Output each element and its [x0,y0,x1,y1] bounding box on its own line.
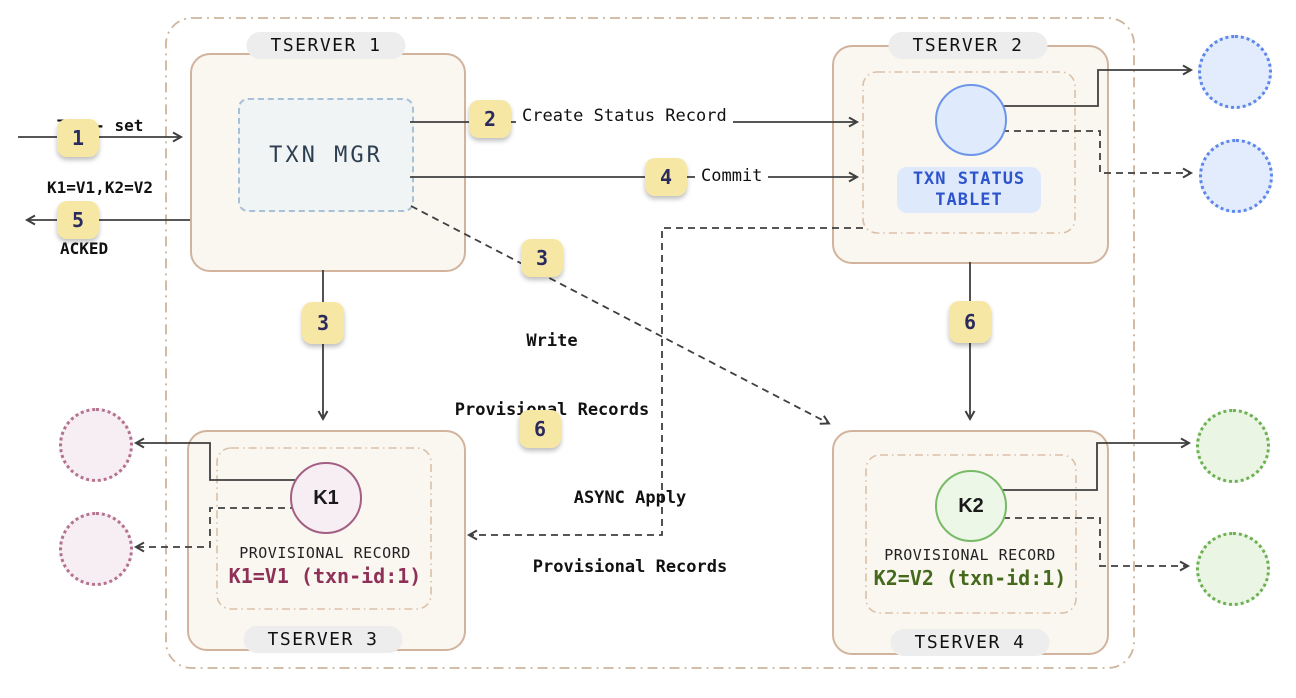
k2-provisional-record: PROVISIONAL RECORD K2=V2 (txn-id:1) [850,546,1090,590]
tablet-label-line1: TXN STATUS [912,168,1026,189]
tserver3-title: TSERVER 3 [243,626,403,653]
step6-badge-label: 6 [519,410,561,448]
step1-badge: 1 [57,119,99,157]
k1-node: K1 [290,462,362,534]
k1-replica-2 [59,512,133,586]
async-apply-label: ASYNC Apply Provisional Records [524,441,736,625]
commit-label: Commit [695,166,769,186]
txn-status-circle [935,84,1007,156]
step3-badge-arrow: 3 [302,302,344,344]
create-status-record-label: Create Status Record [516,106,733,126]
k2-node: K2 [935,470,1007,542]
tserver1-title: TSERVER 1 [246,32,406,59]
k2-provisional-value: K2=V2 (txn-id:1) [873,566,1067,590]
step3-badge-label: 3 [521,239,563,277]
k1-provisional-value: K1=V1 (txn-id:1) [228,564,422,588]
step4-badge: 4 [645,158,687,196]
k2-provisional-title: PROVISIONAL RECORD [884,546,1056,564]
acked-label: ACKED [60,239,109,258]
async-apply-line2: Provisional Records [532,556,728,577]
write-provisional-line1: Write [526,330,578,351]
tserver2-title: TSERVER 2 [888,32,1048,59]
tablet-label-line2: TABLET [935,190,1003,210]
k1-replica-1 [59,408,133,482]
txn-request-line1: TXN - set [56,115,144,135]
txn-status-tablet-label: TXN STATUS TABLET [897,167,1041,213]
k2-replica-1 [1196,409,1270,483]
status-replica-2 [1199,139,1273,213]
k1-provisional-title: PROVISIONAL RECORD [239,544,411,562]
k2-replica-2 [1196,532,1270,606]
tserver4-title: TSERVER 4 [890,629,1050,656]
txn-request-label: TXN - set K1=V1,K2=V2 [25,74,175,240]
async-apply-line1: ASYNC Apply [573,487,687,508]
step6-badge-arrow: 6 [949,301,991,343]
step2-badge: 2 [469,100,511,138]
txn-request-line2: K1=V1,K2=V2 [47,177,153,197]
k2-label: K2 [958,494,984,517]
k1-provisional-record: PROVISIONAL RECORD K1=V1 (txn-id:1) [205,544,445,588]
status-replica-1 [1198,35,1272,109]
step5-badge: 5 [57,201,99,239]
k1-label: K1 [313,486,339,509]
